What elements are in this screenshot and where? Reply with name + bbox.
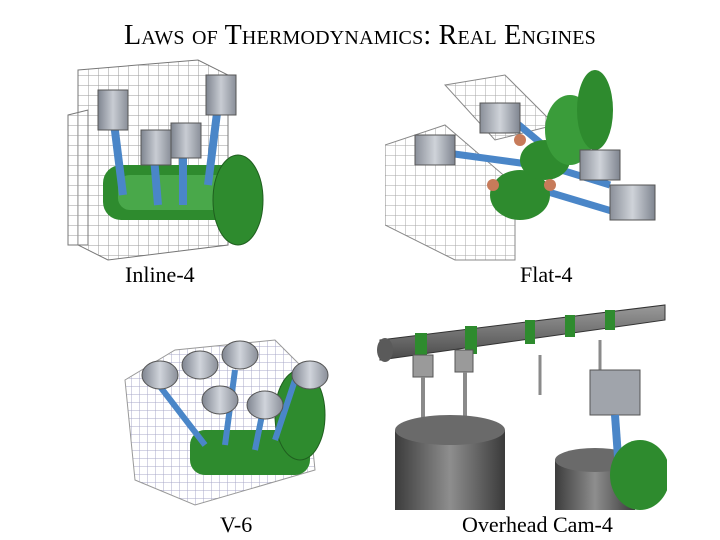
- slide-title: Laws of Thermodynamics: Real Engines: [124, 20, 596, 51]
- inline-4-caption: Inline-4: [125, 262, 195, 287]
- overhead-cam-4-engine-illustration: [375, 300, 667, 510]
- v-6-engine-illustration: [115, 330, 340, 508]
- inline-4-engine-illustration: [28, 55, 310, 267]
- v-6-caption: V-6: [220, 512, 253, 537]
- overhead-cam-4-caption: Overhead Cam-4: [462, 512, 613, 537]
- flat-4-engine-illustration: [385, 55, 680, 267]
- flat-4-caption: Flat-4: [520, 262, 573, 287]
